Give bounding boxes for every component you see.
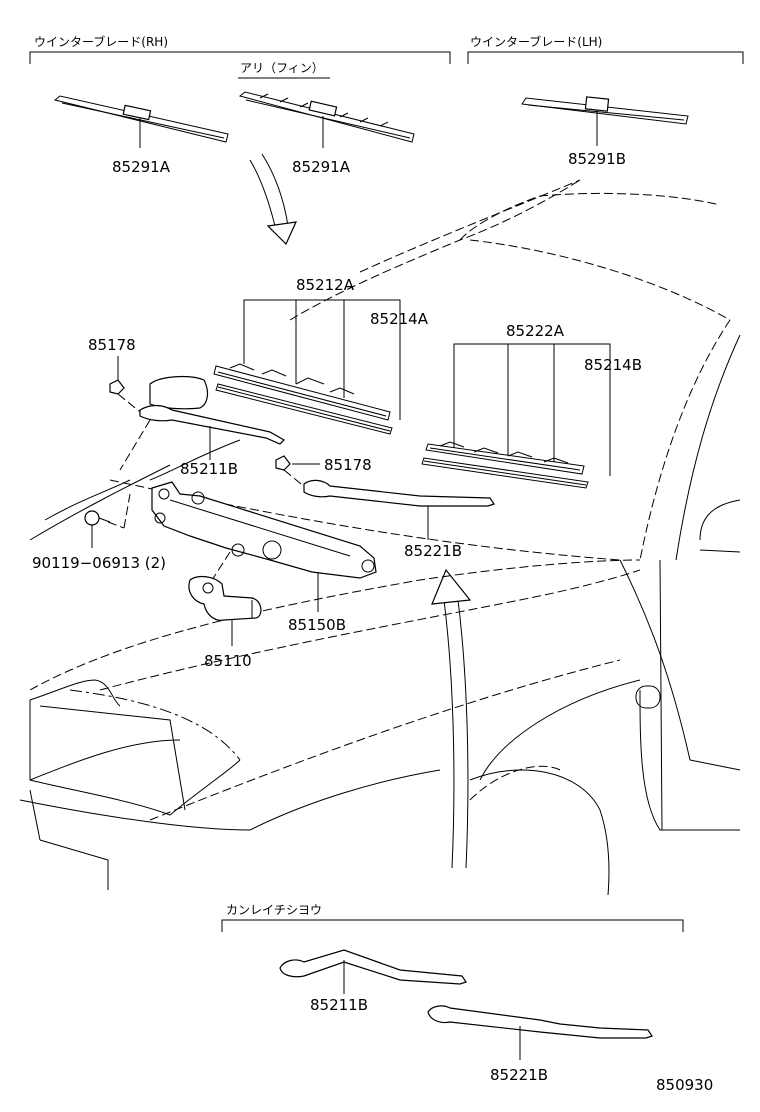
section-label-winter-blade-lh: ウインターブレード(LH) <box>470 34 602 49</box>
section-with-fin: アリ（フィン） <box>238 61 330 79</box>
cowl-cap <box>149 375 209 410</box>
label-85214A: 85214A <box>370 310 429 328</box>
label-85178-center: 85178 <box>324 456 372 474</box>
vehicle-body-outline <box>19 179 741 896</box>
section-label-cold-region: カンレイチシヨウ <box>226 903 322 917</box>
label-85291A-left: 85291A <box>112 158 171 176</box>
section-winter-blade-lh: ウインターブレード(LH) <box>467 34 744 64</box>
cold-arm-85221B <box>427 1005 653 1060</box>
wiper-arm-lh-85221B <box>303 479 495 540</box>
bolt-90119 <box>84 493 131 548</box>
cold-arm-85211B <box>279 949 467 994</box>
label-85291A-fin: 85291A <box>292 158 351 176</box>
assembly-bracket-85222A <box>453 343 611 476</box>
nut-85178-center <box>275 455 320 489</box>
label-85291B: 85291B <box>568 150 626 168</box>
arrow-up-icon <box>431 568 472 869</box>
assembly-bracket-85212A <box>243 299 401 420</box>
wiper-link-85150B <box>151 481 377 612</box>
label-85178-left: 85178 <box>88 336 136 354</box>
winter-blade-rh-85291A <box>53 95 229 148</box>
winter-blade-fin-85291A <box>238 91 415 148</box>
section-winter-blade-rh: ウインターブレード(RH) <box>29 34 451 64</box>
wiper-blade-lh-85222A <box>421 441 589 489</box>
label-85211B-cold: 85211B <box>310 996 368 1014</box>
wiper-motor-85110 <box>188 575 262 646</box>
label-90119: 90119−06913 (2) <box>32 554 166 572</box>
arrow-down-icon <box>249 153 297 246</box>
wiper-arm-rh-85211B <box>119 404 285 471</box>
diagram-code: 850930 <box>656 1076 713 1094</box>
label-85221B-cold: 85221B <box>490 1066 548 1084</box>
label-85211B-main: 85211B <box>180 460 238 478</box>
winter-blade-lh-85291B <box>521 96 689 146</box>
label-85110: 85110 <box>204 652 252 670</box>
label-85222A: 85222A <box>506 322 565 340</box>
section-label-winter-blade-rh: ウインターブレード(RH) <box>34 34 168 49</box>
section-cold-region: カンレイチシヨウ <box>221 903 684 932</box>
label-85221B-main: 85221B <box>404 542 462 560</box>
section-label-with-fin: アリ（フィン） <box>240 61 324 75</box>
wiper-blade-rh-85212A <box>213 363 393 435</box>
label-85150B: 85150B <box>288 616 346 634</box>
label-85214B: 85214B <box>584 356 642 374</box>
label-85212A: 85212A <box>296 276 355 294</box>
